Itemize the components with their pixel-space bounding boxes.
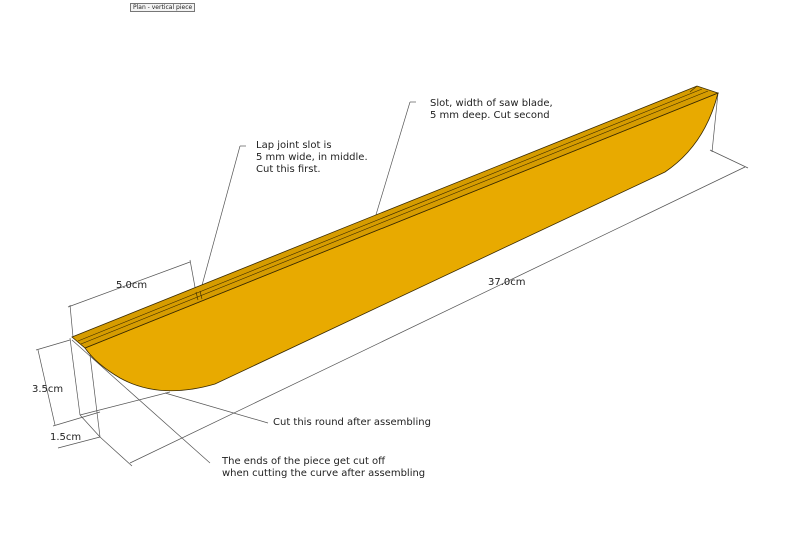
saw-slot (77, 88, 709, 345)
wood-piece (71, 85, 720, 392)
thickness-dimension: 1.5cm (50, 432, 82, 443)
height-dimension: 3.5cm (32, 384, 64, 395)
saw-slot-note-line: 5 mm deep. Cut second (430, 110, 550, 121)
scene-tab[interactable]: Plan - vertical piece (130, 3, 196, 12)
lap-joint-note-line: Lap joint slot is (256, 140, 332, 151)
saw-slot-note-line: Slot, width of saw blade, (430, 98, 553, 109)
width-dimension: 5.0cm (116, 280, 148, 291)
ends-note-line: when cutting the curve after assembling (222, 468, 426, 479)
lap-joint-note-line: 5 mm wide, in middle. (256, 152, 368, 163)
length-dimension: 37.0cm (488, 277, 526, 288)
lap-joint-note-line: Cut this first. (256, 164, 321, 175)
ends-note: The ends of the piece get cut off when c… (222, 456, 425, 480)
saw-slot-note: Slot, width of saw blade, 5 mm deep. Cut… (430, 98, 553, 122)
lap-joint-note: Lap joint slot is 5 mm wide, in middle. … (256, 140, 368, 176)
ends-note-line: The ends of the piece get cut off (222, 456, 386, 467)
dimension-lines (35, 92, 749, 467)
cut-round-note: Cut this round after assembling (273, 417, 431, 428)
lap-joint-slot (195, 85, 698, 301)
front-face (84, 92, 719, 392)
